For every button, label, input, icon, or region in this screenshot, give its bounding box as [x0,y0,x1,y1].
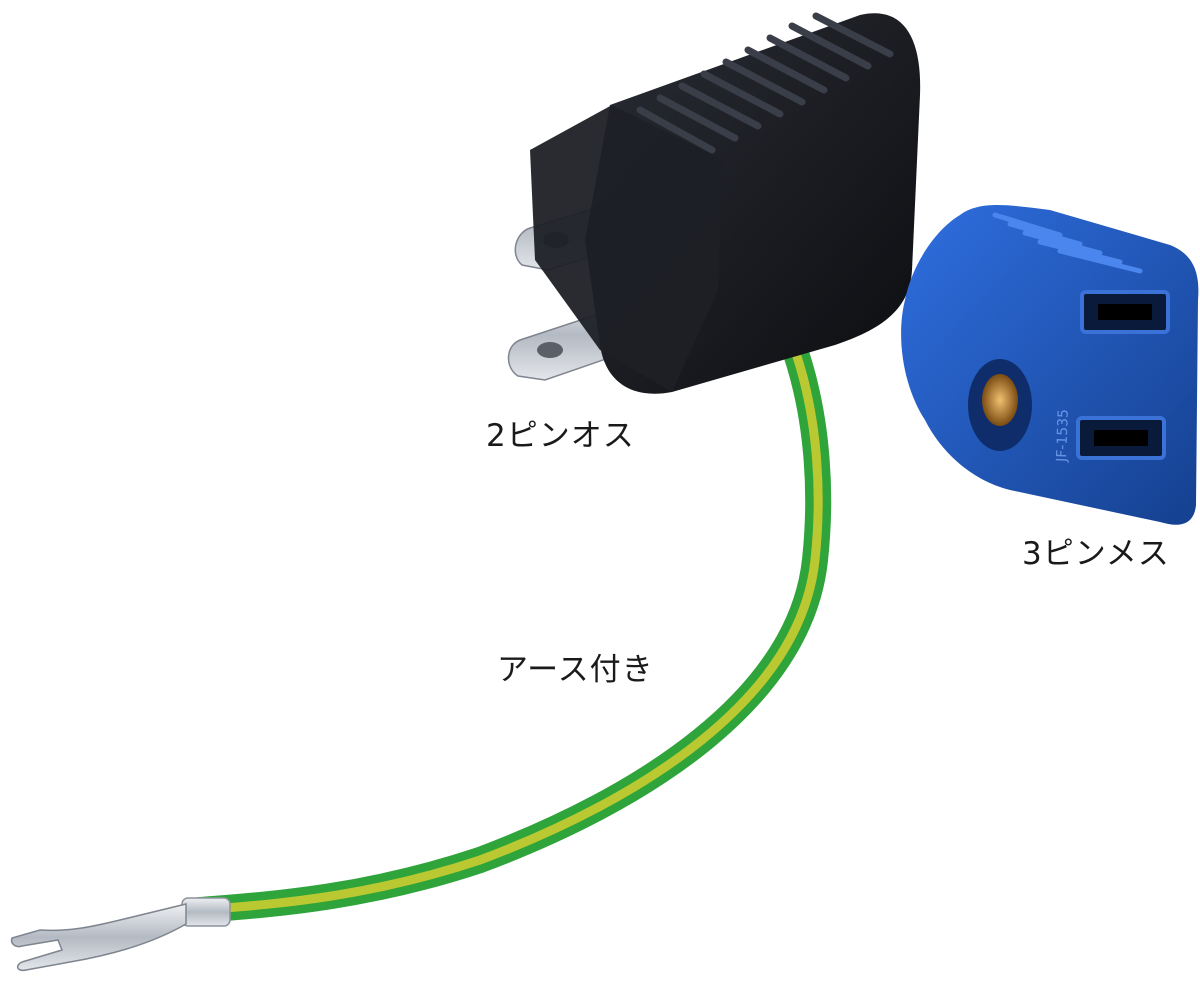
label-two-pin-male: 2ピンオス [486,418,635,454]
label-earth-wire: アース付き [497,652,654,688]
plug-grip-ridges [636,12,894,154]
fork-terminal [10,897,231,972]
earth-wire [187,249,832,923]
three-pin-socket [901,205,1199,525]
two-pin-plug [507,12,921,394]
label-three-pin-female: 3ピンメス [1022,536,1170,572]
socket-grip-ridges [992,212,1143,274]
